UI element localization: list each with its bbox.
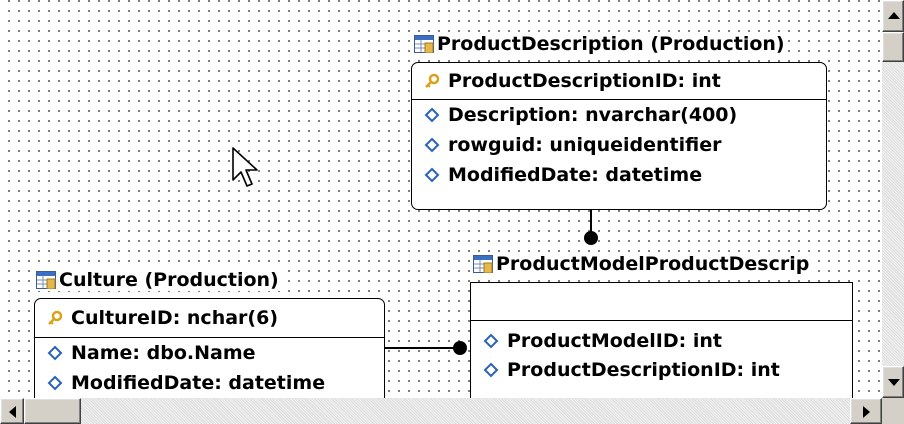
fields-section: ProductModelID: int ProductDescriptionID… bbox=[471, 321, 852, 385]
entity-title-product-description[interactable]: ProductDescription (Production) bbox=[414, 33, 788, 55]
field-diamond-icon bbox=[424, 107, 440, 123]
field-row[interactable]: ProductModelID: int bbox=[471, 327, 852, 356]
key-section: CultureID: nchar(6) bbox=[35, 299, 384, 338]
field-row[interactable]: Name: dbo.Name bbox=[35, 338, 384, 368]
field-diamond-icon bbox=[483, 362, 499, 378]
horizontal-scroll-thumb[interactable] bbox=[24, 398, 81, 424]
entity-title-product-model-product-description[interactable]: ProductModelProductDescrip bbox=[473, 253, 813, 275]
table-icon bbox=[36, 271, 56, 289]
entity-box-product-description[interactable]: ProductDescriptionID: int Description: n… bbox=[411, 62, 827, 210]
field-row[interactable]: ProductDescriptionID: int bbox=[471, 356, 852, 385]
scroll-down-button[interactable] bbox=[882, 366, 904, 398]
key-field-row[interactable]: CultureID: nchar(6) bbox=[35, 299, 384, 337]
field-diamond-icon bbox=[424, 137, 440, 153]
entity-title-culture[interactable]: Culture (Production) bbox=[36, 269, 282, 291]
field-row[interactable]: ModifiedDate: datetime bbox=[412, 160, 826, 190]
scrollbar-corner bbox=[882, 398, 904, 424]
key-section bbox=[471, 283, 852, 321]
scroll-right-button[interactable] bbox=[850, 398, 882, 424]
primary-key-icon bbox=[48, 310, 63, 325]
diagram-canvas[interactable]: ProductDescription (Production) ProductD… bbox=[0, 0, 882, 398]
field-diamond-icon bbox=[47, 345, 63, 361]
scroll-left-button[interactable] bbox=[0, 398, 24, 424]
primary-key-icon bbox=[425, 73, 440, 88]
fields-section: Name: dbo.Name ModifiedDate: datetime bbox=[35, 338, 384, 398]
field-row[interactable]: Description: nvarchar(400) bbox=[412, 100, 826, 130]
field-diamond-icon bbox=[483, 333, 499, 349]
field-row[interactable]: rowguid: uniqueidentifier bbox=[412, 130, 826, 160]
vertical-scroll-thumb[interactable] bbox=[882, 32, 904, 62]
key-field-row[interactable]: ProductDescriptionID: int bbox=[412, 63, 826, 99]
vertical-scrollbar[interactable] bbox=[882, 0, 904, 398]
table-icon bbox=[414, 35, 434, 53]
field-diamond-icon bbox=[424, 167, 440, 183]
key-section: ProductDescriptionID: int bbox=[412, 63, 826, 100]
entity-box-culture[interactable]: CultureID: nchar(6) Name: dbo.Name Modif… bbox=[34, 298, 385, 398]
fields-section: Description: nvarchar(400) rowguid: uniq… bbox=[412, 100, 826, 190]
field-diamond-icon bbox=[47, 375, 63, 391]
entity-box-product-model-product-description[interactable]: ProductModelID: int ProductDescriptionID… bbox=[470, 282, 853, 398]
horizontal-scrollbar[interactable] bbox=[0, 398, 882, 424]
field-row[interactable]: ModifiedDate: datetime bbox=[35, 368, 384, 398]
relationship-endpoint-culture[interactable] bbox=[453, 341, 467, 355]
relationship-endpoint-description[interactable] bbox=[584, 231, 598, 245]
table-icon bbox=[473, 255, 493, 273]
scroll-up-button[interactable] bbox=[882, 0, 904, 32]
mouse-pointer-icon bbox=[232, 147, 258, 187]
